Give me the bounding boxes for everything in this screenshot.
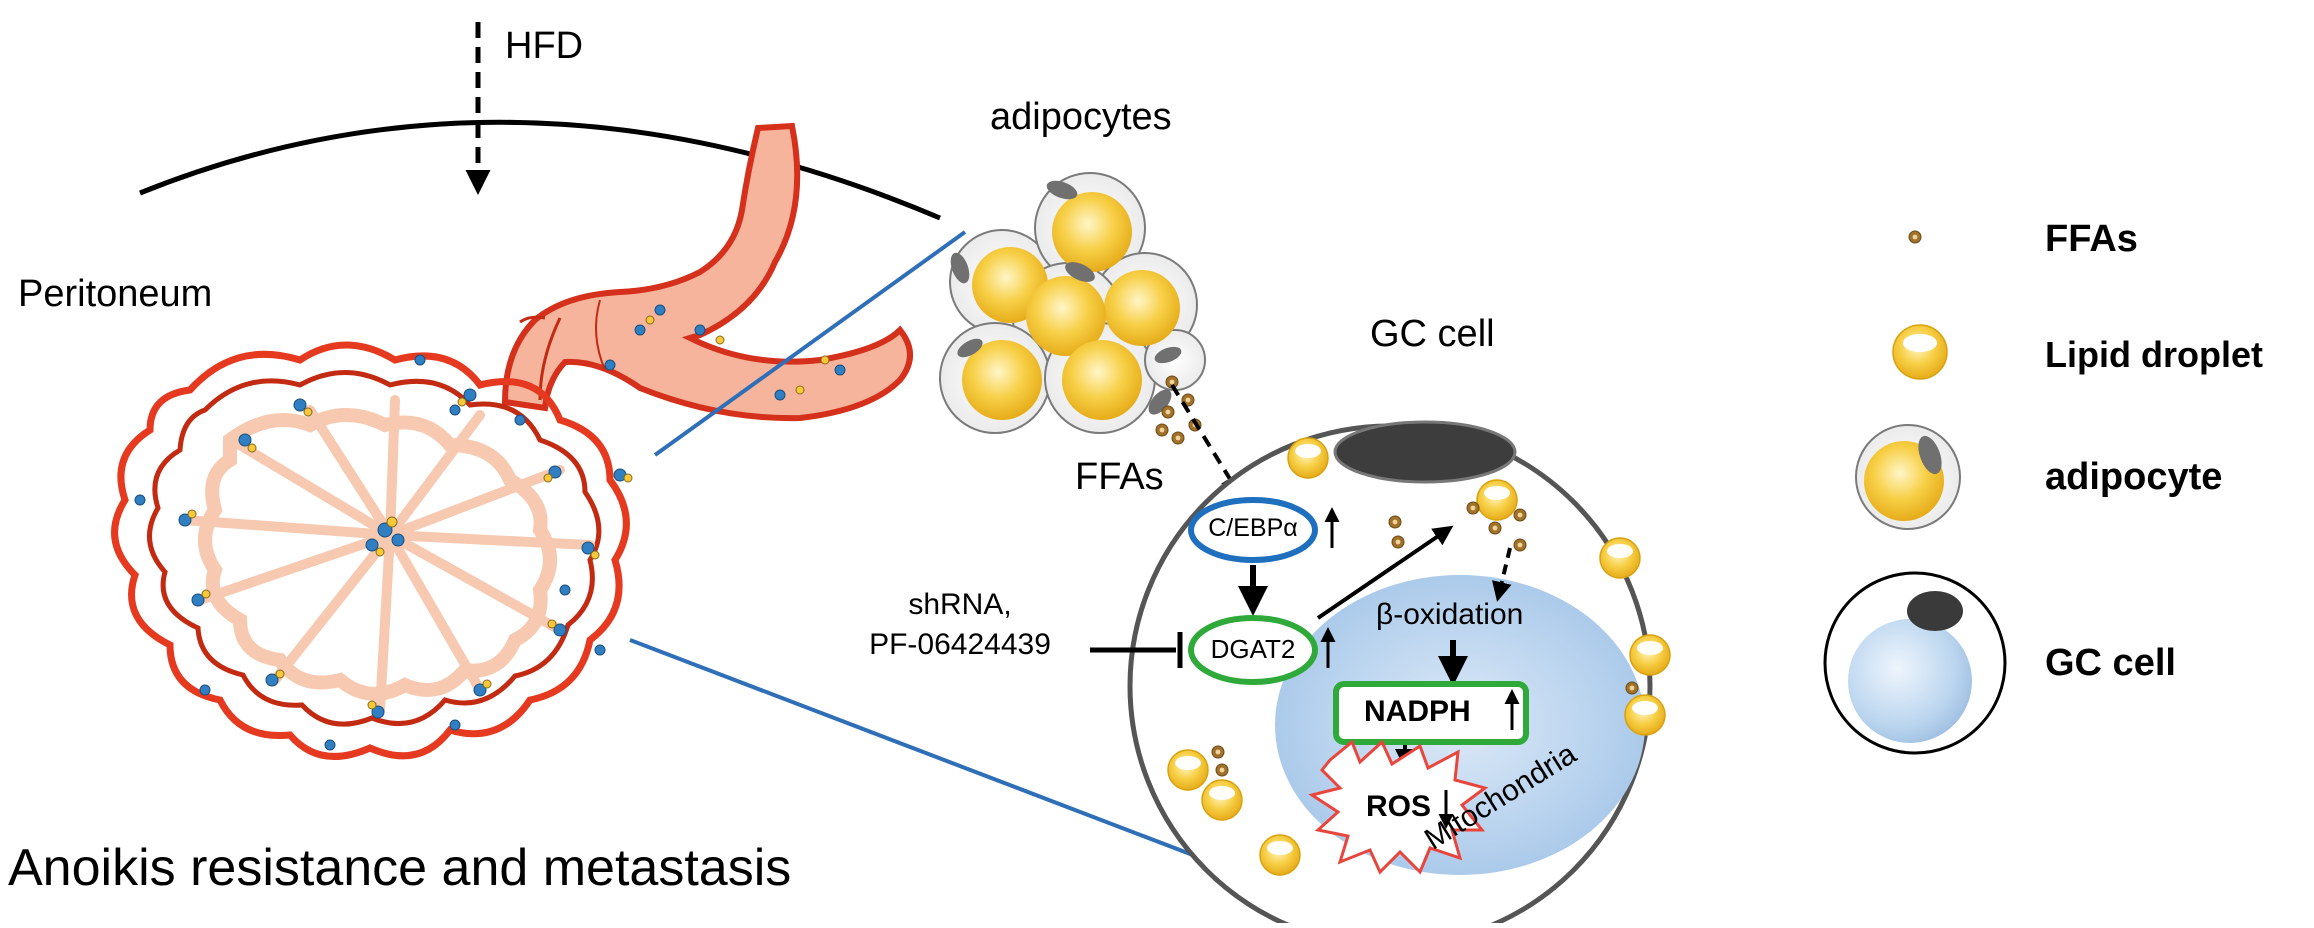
legend-lipid-icon [1892, 324, 1948, 380]
inhibitor-line2: PF-06424439 [869, 628, 1051, 661]
legend-ffas-label: FFAs [2045, 218, 2138, 260]
legend-ffa-icon [1908, 230, 1922, 244]
hfd-label: HFD [505, 25, 584, 67]
legend-gc-cell-icon [1823, 571, 2007, 755]
ffa-flow-arrow [1170, 383, 1241, 496]
ros-label: ROS [1366, 790, 1432, 823]
omentum-illustration [111, 304, 846, 760]
legend-gc-cell-label: GC cell [2045, 642, 2176, 684]
stomach-illustration [501, 122, 913, 422]
legend-lipid-droplet-label: Lipid droplet [2045, 334, 2263, 375]
peritoneum-label: Peritoneum [18, 273, 213, 315]
legend-adipocyte-icon [1855, 424, 1961, 530]
beta-oxidation-label: β-oxidation [1376, 598, 1524, 631]
zoom-connectors [629, 230, 1241, 875]
ros-burst [1308, 739, 1489, 875]
gc-cell-zoom [1090, 420, 1671, 928]
tumor-cell-clusters [134, 304, 846, 751]
inhibitor-line1: shRNA, [908, 588, 1012, 621]
dgat2-label: DGAT2 [1210, 634, 1296, 664]
adipocytes-label: adipocytes [990, 96, 1172, 138]
legend-icons [1823, 230, 2007, 755]
legend-adipocyte-label: adipocyte [2045, 456, 2223, 498]
cebpa-label: C/EBPα [1208, 514, 1298, 542]
gc-cell-title: GC cell [1370, 313, 1495, 355]
peritoneum-arc [139, 119, 941, 221]
ffas-inline-label: FFAs [1075, 456, 1164, 498]
outcome-label: Anoikis resistance and metastasis [8, 839, 792, 897]
adipocyte-cluster [939, 172, 1206, 434]
nadph-label: NADPH [1364, 695, 1471, 728]
